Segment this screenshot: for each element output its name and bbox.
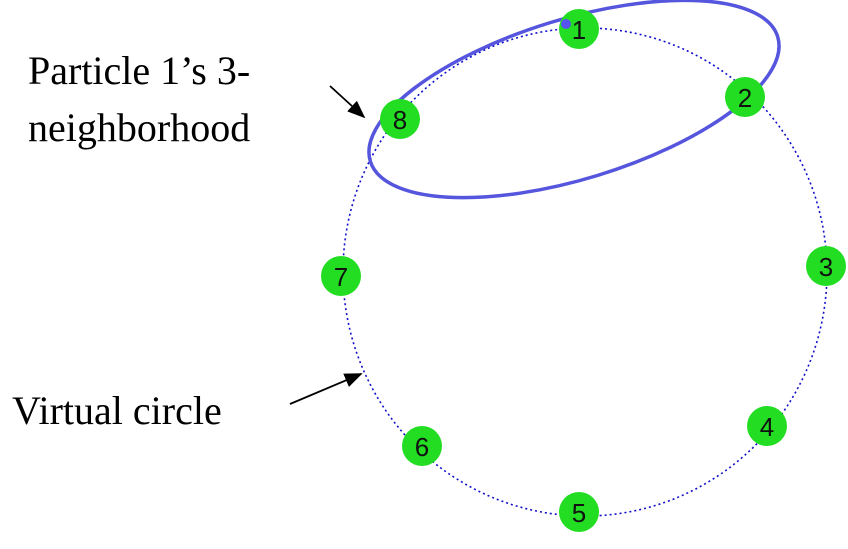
- particle-1-node: [559, 9, 599, 49]
- particle-2: 2: [725, 77, 765, 117]
- particle-2-label: 2: [738, 83, 752, 113]
- particles-group: 1 2 3 4 5 6 7 8: [321, 9, 846, 532]
- particle-3-label: 3: [819, 252, 833, 282]
- particle-8: 8: [380, 99, 420, 139]
- neighborhood-arrow: [329, 85, 366, 119]
- particle-4-node: [747, 406, 787, 446]
- neighborhood-ellipse: [367, 0, 781, 200]
- particle-6-node: [402, 426, 442, 466]
- particle-4: 4: [747, 406, 787, 446]
- particle-3-node: [806, 246, 846, 286]
- particle-5: 5: [559, 492, 599, 532]
- particle-1: 1: [559, 9, 599, 49]
- neighborhood-label-line1: Particle 1’s 3-: [28, 48, 250, 93]
- particle-5-node: [559, 492, 599, 532]
- virtual-circle-label: Virtual circle: [12, 388, 222, 433]
- particle-1-marker-dot: [561, 19, 571, 29]
- particle-4-label: 4: [760, 412, 774, 442]
- particle-7: 7: [321, 256, 361, 296]
- virtual-circle-arrow: [289, 373, 363, 405]
- particle-5-label: 5: [572, 498, 586, 528]
- particle-8-node: [380, 99, 420, 139]
- particle-6: 6: [402, 426, 442, 466]
- particle-2-node: [725, 77, 765, 117]
- particle-1-label: 1: [572, 15, 586, 45]
- particle-6-label: 6: [415, 432, 429, 462]
- particle-7-node: [321, 256, 361, 296]
- particle-8-label: 8: [393, 105, 407, 135]
- particle-7-label: 7: [334, 262, 348, 292]
- particle-3: 3: [806, 246, 846, 286]
- neighborhood-label-line2: neighborhood: [28, 105, 250, 150]
